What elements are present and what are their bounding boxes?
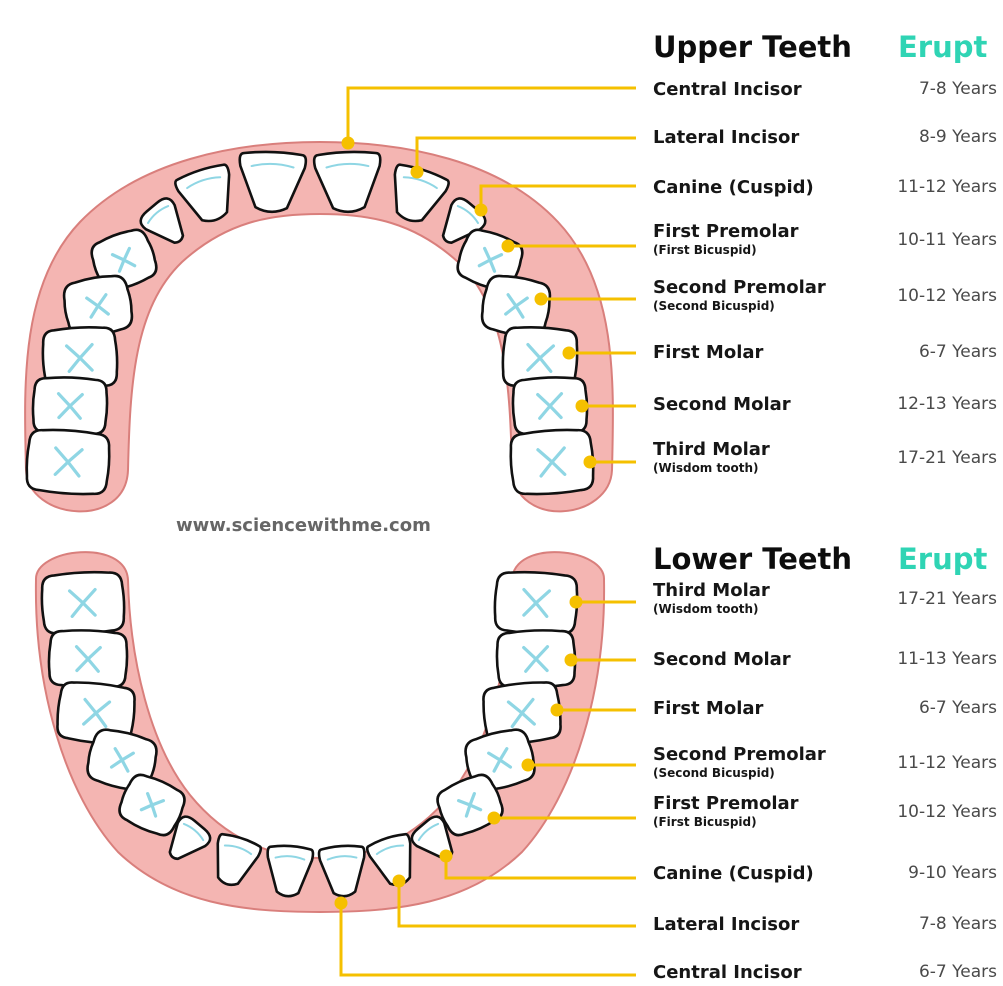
lower-tooth-1 [493, 570, 578, 635]
lower-teeth-heading: Lower Teeth [653, 545, 852, 574]
lower-second-premolar-erupt-age: 11-12 Years [897, 755, 997, 772]
upper-second-molar-label: Second Molar [653, 396, 791, 414]
lower-second-premolar-sublabel: (Second Bicuspid) [653, 767, 775, 779]
upper-first-molar-label: First Molar [653, 344, 763, 362]
upper-lateral-incisor-label: Lateral Incisor [653, 129, 799, 147]
upper-canine-cuspid-label: Canine (Cuspid) [653, 179, 814, 197]
upper-central-incisor-label: Central Incisor [653, 81, 802, 99]
upper-third-molar-erupt-age: 17-21 Years [897, 450, 997, 467]
lower-erupt-heading: Erupt [898, 545, 987, 574]
lower-leader-dot-3 [551, 704, 564, 717]
lower-tooth-2 [496, 629, 576, 689]
upper-erupt-heading: Erupt [898, 33, 987, 62]
upper-second-premolar-sublabel: (Second Bicuspid) [653, 300, 775, 312]
lower-canine-cuspid-erupt-age: 9-10 Years [908, 865, 997, 882]
lower-leader-dot-8 [335, 897, 348, 910]
upper-leader-dot-7 [576, 400, 589, 413]
lower-leader-line-8 [341, 903, 636, 975]
lower-first-premolar-sublabel: (First Bicuspid) [653, 816, 757, 828]
upper-second-premolar-label: Second Premolar [653, 279, 826, 297]
upper-second-molar-erupt-age: 12-13 Years [897, 396, 997, 413]
lower-central-incisor-label: Central Incisor [653, 964, 802, 982]
lower-third-molar-label: Third Molar [653, 582, 770, 600]
upper-leader-line-1 [348, 88, 636, 143]
lower-third-molar-erupt-age: 17-21 Years [897, 591, 997, 608]
upper-first-premolar-sublabel: (First Bicuspid) [653, 244, 757, 256]
lower-first-molar-erupt-age: 6-7 Years [919, 700, 997, 717]
lower-second-premolar-label: Second Premolar [653, 746, 826, 764]
lower-central-incisor-erupt-age: 6-7 Years [919, 964, 997, 981]
lower-leader-dot-1 [570, 596, 583, 609]
upper-first-premolar-label: First Premolar [653, 223, 799, 241]
upper-leader-dot-1 [342, 137, 355, 150]
upper-tooth-15 [32, 376, 108, 436]
lower-lateral-incisor-label: Lateral Incisor [653, 916, 799, 934]
lower-leader-dot-6 [440, 850, 453, 863]
lower-tooth-9 [40, 570, 125, 635]
upper-third-molar-sublabel: (Wisdom tooth) [653, 462, 758, 474]
upper-central-incisor-erupt-age: 7-8 Years [919, 81, 997, 98]
upper-lateral-incisor-erupt-age: 8-9 Years [919, 129, 997, 146]
upper-leader-dot-5 [535, 293, 548, 306]
upper-first-premolar-erupt-age: 10-11 Years [897, 232, 997, 249]
lower-first-premolar-label: First Premolar [653, 795, 799, 813]
lower-first-molar-label: First Molar [653, 700, 763, 718]
upper-leader-dot-4 [502, 240, 515, 253]
lower-third-molar-sublabel: (Wisdom tooth) [653, 603, 758, 615]
lower-lateral-incisor-erupt-age: 7-8 Years [919, 916, 997, 933]
upper-second-premolar-erupt-age: 10-12 Years [897, 288, 997, 305]
upper-leader-dot-3 [475, 204, 488, 217]
upper-tooth-16 [25, 428, 111, 497]
upper-tooth-8 [509, 428, 595, 497]
lower-leader-dot-5 [488, 812, 501, 825]
lower-tooth-10 [48, 629, 128, 689]
lower-canine-cuspid-label: Canine (Cuspid) [653, 865, 814, 883]
website-credit: www.sciencewithme.com [176, 515, 431, 536]
lower-leader-dot-7 [393, 875, 406, 888]
upper-leader-dot-6 [563, 347, 576, 360]
upper-canine-cuspid-erupt-age: 11-12 Years [897, 179, 997, 196]
upper-first-molar-erupt-age: 6-7 Years [919, 344, 997, 361]
upper-third-molar-label: Third Molar [653, 441, 770, 459]
lower-leader-dot-2 [565, 654, 578, 667]
upper-teeth-heading: Upper Teeth [653, 33, 852, 62]
upper-leader-dot-8 [584, 456, 597, 469]
lower-first-premolar-erupt-age: 10-12 Years [897, 804, 997, 821]
upper-leader-dot-2 [411, 166, 424, 179]
lower-second-molar-erupt-age: 11-13 Years [897, 651, 997, 668]
lower-leader-dot-4 [522, 759, 535, 772]
lower-second-molar-label: Second Molar [653, 651, 791, 669]
